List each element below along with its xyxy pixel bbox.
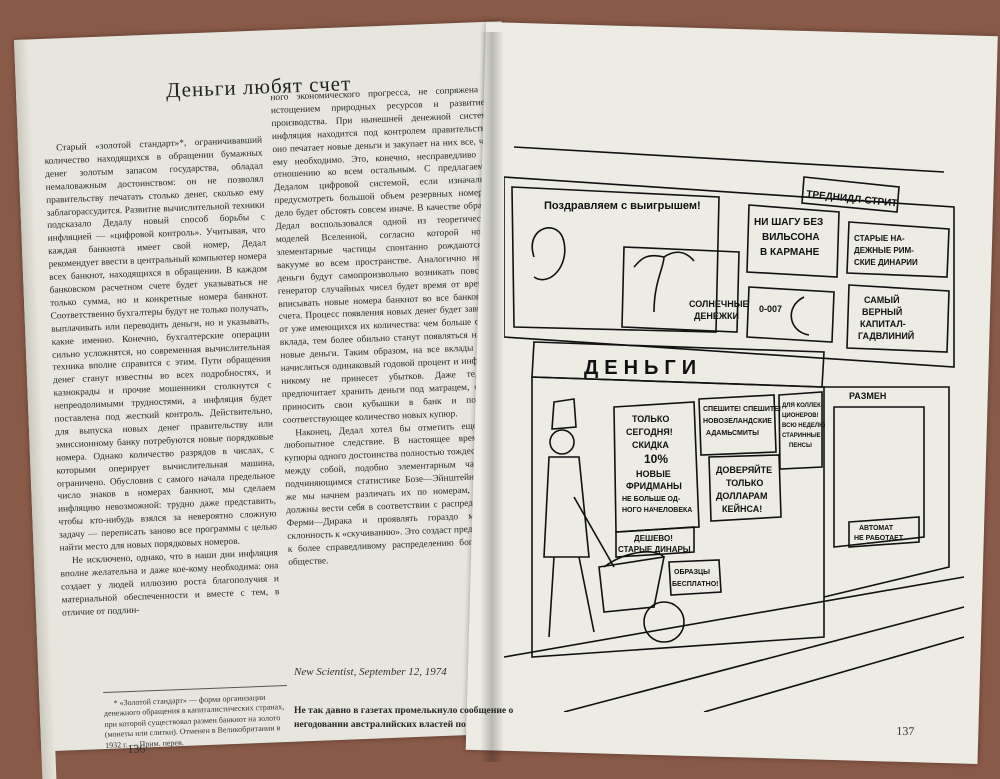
money-pile	[603, 551, 665, 568]
caption-cheap-2: СТАРЫЕ ДИНАРЫ	[618, 545, 691, 554]
caption-atm-1: АВТОМАТ	[859, 525, 894, 532]
caption-samples-1: ОБРАЗЦЫ	[674, 569, 710, 576]
poster-collectors	[778, 391, 823, 470]
man-legs	[548, 556, 595, 638]
storefront	[531, 376, 825, 658]
caption-today-5: НОВЫЕ	[636, 469, 671, 479]
caption-wilson-3: В КАРМАНЕ	[760, 247, 820, 258]
caption-trust-2: ТОЛЬКО	[726, 478, 763, 488]
caption-trust-3: ДОЛЛАРАМ	[716, 491, 768, 501]
roof-line	[513, 146, 945, 173]
page-number-left: 136	[127, 741, 146, 757]
open-book: Деньги любят счет Старый «золотой станда…	[10, 21, 998, 779]
caption-samples-2: БЕСПЛАТНО!	[672, 581, 719, 588]
left-page: Деньги любят счет Старый «золотой станда…	[14, 21, 529, 779]
caption-today-6: ФРИДМАНЫ	[626, 481, 682, 491]
paragraph: Не исключено, однако, что в наши дни инф…	[60, 548, 280, 619]
caption-dinars-3: СКИЕ ДИНАРИИ	[854, 258, 918, 267]
source-citation: New Scientist, September 12, 1974	[294, 666, 447, 678]
paragraph: ного экономического прогресса, не сопряж…	[270, 84, 503, 426]
text-column-left: Старый «золотой стандарт»*, ограничивавш…	[44, 135, 280, 621]
atm-sign	[848, 516, 920, 548]
caption-congrats: Поздравляем с выигрышем!	[544, 200, 701, 212]
caption-collectors-2: ЦИОНЕРОВ!	[782, 413, 819, 419]
man-body	[543, 456, 590, 558]
poster-sunny	[621, 246, 740, 333]
poster-wilson	[746, 204, 840, 278]
atm-panel	[833, 406, 925, 548]
caption-wilson-2: ВИЛЬСОНА	[762, 232, 820, 243]
next-article-start: Не так давно в газетах промелькнуло сооб…	[294, 705, 514, 730]
street-lines	[503, 576, 965, 713]
caption-capital-2: ВЕРНЫЙ	[862, 306, 902, 317]
caption-0007: 0-007	[759, 304, 782, 314]
wheelbarrow	[598, 556, 666, 613]
caption-today-3: СКИДКА	[632, 440, 669, 450]
caption-dinars-2: ДЕЖНЫЕ РИМ-	[854, 246, 914, 255]
caption-capital-4: ГАДВЛИНИЙ	[858, 330, 914, 341]
caption-wilson-1: НИ ШАГУ БЕЗ	[754, 217, 823, 228]
caption-atm-2: НЕ РАБОТАЕТ	[854, 535, 904, 542]
caption-money: ДЕНЬГИ	[584, 357, 702, 379]
face-doodle	[531, 227, 566, 281]
caption-sunny-2: ДЕНЕЖКИ	[694, 311, 739, 321]
book-gutter	[480, 32, 504, 762]
caption-today-4: 10%	[644, 452, 668, 466]
poster-hurry	[698, 394, 777, 456]
woman-face-doodle	[790, 296, 810, 336]
street-sign	[801, 176, 900, 213]
poster-samples	[668, 559, 722, 596]
wheelbarrow-wheel	[643, 601, 685, 643]
poster-today	[613, 401, 700, 533]
page-number-right: 137	[896, 723, 915, 739]
poster-trust	[708, 454, 782, 522]
caption-capital-1: САМЫЙ	[864, 294, 900, 305]
caption-trust-1: ДОВЕРЯЙТЕ	[716, 464, 772, 475]
caption-hurry-1: СПЕШИТЕ! СПЕШИТЕ!	[703, 406, 781, 413]
caption-today-2: СЕГОДНЯ!	[626, 427, 673, 437]
caption-street: ТРЕДНИДЛ-СТРИТ	[806, 189, 898, 210]
caption-trust-4: КЕЙНСА!	[722, 503, 762, 514]
caption-hurry-2: НОВОЗЕЛАНДСКИЕ	[703, 418, 772, 425]
caption-capital-3: КАПИТАЛ-	[860, 319, 906, 329]
caption-collectors-3: ВСЮ НЕДЕЛЮ	[782, 423, 825, 429]
top-hat	[551, 398, 577, 430]
poster-dinars	[846, 221, 950, 278]
caption-today-8: НОГО НАЧЕЛОВЕКА	[622, 507, 692, 514]
caption-collectors-5: ПЕНСЫ	[789, 443, 812, 449]
cartoon-svg: Поздравляем с выигрышем! ТРЕДНИДЛ-СТРИТ …	[503, 146, 965, 713]
caption-collectors-4: СТАРИННЫЕ	[782, 433, 821, 439]
caption-cheap-1: ДЕШЕВО!	[634, 534, 673, 543]
palm-icon	[633, 251, 695, 313]
caption-collectors-1: ДЛЯ КОЛЛЕК-	[782, 403, 823, 409]
poster-cheap	[615, 526, 695, 558]
poster-0007	[746, 286, 835, 343]
caption-today-7: НЕ БОЛЬШЕ ОД-	[622, 496, 681, 503]
upper-window-band	[503, 176, 955, 368]
man-head	[549, 429, 575, 455]
caption-sunny-1: СОЛНЕЧНЫЕ	[689, 299, 749, 309]
cartoon-illustration: Поздравляем с выигрышем! ТРЕДНИДЛ-СТРИТ …	[503, 137, 974, 713]
caption-dinars-1: СТАРЫЕ НА-	[854, 234, 905, 243]
caption-hurry-3: АДАМЬСМИТЫ	[706, 430, 759, 437]
side-building	[823, 386, 950, 598]
caption-today-1: ТОЛЬКО	[632, 414, 669, 424]
poster-capital	[846, 284, 950, 353]
paragraph: Старый «золотой стандарт»*, ограничивавш…	[44, 135, 278, 554]
caption-exchange: РАЗМЕН	[849, 391, 886, 401]
man-arm	[573, 496, 615, 568]
poster-congrats	[511, 186, 720, 333]
